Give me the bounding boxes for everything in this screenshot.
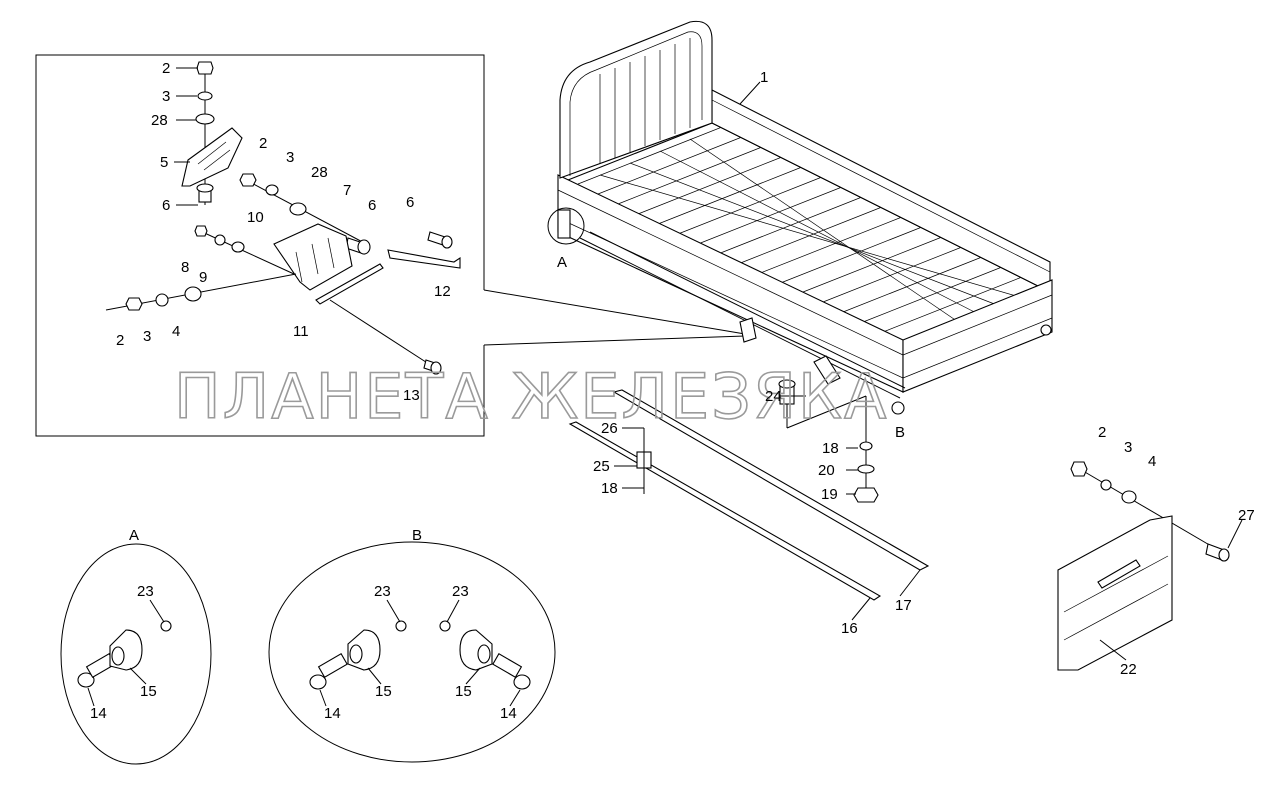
callout-15: 15 [455, 683, 472, 700]
cargo-body [547, 20, 1053, 415]
view-a-detail [60, 543, 212, 765]
callout-2: 2 [116, 332, 124, 349]
callout-27: 27 [1238, 507, 1255, 524]
callout-6: 6 [406, 194, 414, 211]
view-a-title: A [129, 527, 139, 544]
callout-18: 18 [822, 440, 839, 457]
callout-17: 17 [895, 597, 912, 614]
callout-3: 3 [1124, 439, 1132, 456]
callout-14: 14 [90, 705, 107, 722]
callout-12: 12 [434, 283, 451, 300]
callout-14: 14 [324, 705, 341, 722]
callout-7: 7 [343, 182, 351, 199]
callout-25: 25 [593, 458, 610, 475]
inset-detail-frame [35, 54, 746, 437]
callout-6: 6 [368, 197, 376, 214]
inset-parts [105, 61, 461, 375]
side-rails [568, 389, 930, 601]
callout-20: 20 [818, 462, 835, 479]
view-b-detail [268, 541, 556, 763]
callout-15: 15 [375, 683, 392, 700]
view-a-marker: A [557, 254, 567, 271]
bracket-7 [273, 223, 353, 291]
view-b-title: B [412, 527, 422, 544]
leader-lines [87, 67, 1243, 707]
callout-3: 3 [286, 149, 294, 166]
callout-6: 6 [162, 197, 170, 214]
nut-icon [196, 61, 214, 75]
spring-washer-icon [197, 91, 213, 101]
callout-11: 11 [293, 323, 309, 340]
callout-5: 5 [160, 154, 168, 171]
callout-labels: 1 2 3 28 5 6 2 3 28 7 6 6 10 8 9 12 2 3 … [90, 60, 1255, 722]
callout-14: 14 [500, 705, 517, 722]
callout-9: 9 [199, 269, 207, 286]
bolt-stack-24 [778, 379, 879, 503]
callout-23: 23 [452, 583, 469, 600]
callout-26: 26 [601, 420, 618, 437]
view-b-marker: B [895, 424, 905, 441]
callout-19: 19 [821, 486, 838, 503]
callout-8: 8 [181, 259, 189, 276]
callout-3: 3 [162, 88, 170, 105]
callout-1: 1 [760, 69, 768, 86]
callout-4: 4 [172, 323, 180, 340]
flat-washer-icon [195, 113, 215, 125]
callout-4: 4 [1148, 453, 1156, 470]
callout-10: 10 [247, 209, 264, 226]
headboard-bars [599, 38, 691, 164]
callout-13: 13 [403, 387, 420, 404]
callout-3: 3 [143, 328, 151, 345]
callout-16: 16 [841, 620, 858, 637]
callout-2: 2 [1098, 424, 1106, 441]
callout-15: 15 [140, 683, 157, 700]
watermark-text: ПЛАНЕТА ЖЕЛЕЗЯКА [174, 360, 888, 433]
callout-23: 23 [137, 583, 154, 600]
callout-22: 22 [1120, 661, 1137, 678]
callout-24: 24 [765, 388, 782, 405]
callout-28: 28 [311, 164, 328, 181]
callout-2: 2 [162, 60, 170, 77]
bracket-5 [181, 127, 243, 187]
callout-2: 2 [259, 135, 267, 152]
mudguard-bracket-22 [1057, 461, 1230, 671]
callout-23: 23 [374, 583, 391, 600]
callout-28: 28 [151, 112, 168, 129]
callout-18: 18 [601, 480, 618, 497]
